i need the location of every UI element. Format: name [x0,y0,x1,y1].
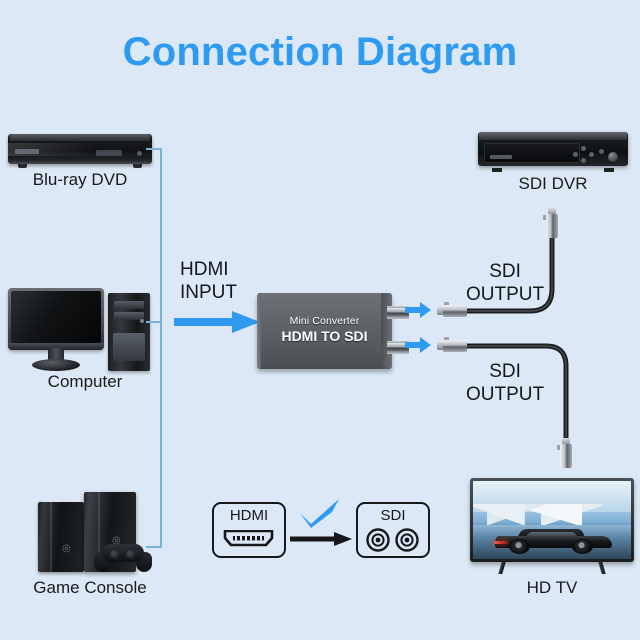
device-label-tv: HD TV [526,578,578,597]
hd-tv-icon [470,478,634,574]
bnc-connector-tv [557,438,573,468]
sdi-out-arrow-1-icon [405,302,431,318]
sdi-output-bottom-line2: OUTPUT [466,384,545,405]
bnc-connector-out2 [437,337,467,353]
legend-hdmi-box: HDMI [212,502,286,558]
sdi-output-label-bottom: SDI OUTPUT [466,360,544,406]
sdi-output-bottom-line1: SDI [489,361,521,382]
sdi-output-top-line2: OUTPUT [466,284,545,305]
bnc-connector-dvr [543,208,559,238]
gamepad-icon [94,540,152,572]
device-label-computer: Computer [47,372,123,391]
input-bracket [146,148,162,548]
device-label-console: Game Console [33,578,147,597]
bluray-player-icon [8,128,152,168]
sdi-bnc-ports-icon [363,528,423,552]
converter-sdi-port-1 [387,306,409,319]
blue-checkmark-icon [298,498,342,528]
converter-model-line2: HDMI TO SDI [281,328,368,344]
sdi-output-top-line1: SDI [489,261,521,282]
device-label-bluray: Blu-ray DVD [32,170,128,189]
sdi-dvr-icon [478,128,628,172]
legend-sdi-label: SDI [380,507,406,524]
legend-hdmi-label: HDMI [229,507,269,524]
mini-converter-device: Mini Converter HDMI TO SDI [257,293,409,369]
sdi-output-label-top: SDI OUTPUT [466,260,544,306]
hdmi-input-label-line2: INPUT [180,282,237,303]
hdmi-input-arrow-icon [174,310,260,334]
legend-hdmi-to-sdi: HDMI [212,492,430,558]
legend-arrow-icon [290,532,352,546]
converter-model-line1: Mini Converter [289,315,360,327]
desktop-computer-icon [8,288,158,374]
hdmi-input-label: HDMI INPUT [180,258,237,304]
hdmi-port-icon [222,530,275,547]
device-label-dvr: SDI DVR [518,174,588,193]
sdi-out-arrow-2-icon [405,337,431,353]
page-title: Connection Diagram [122,30,518,74]
hdmi-input-label-line1: HDMI [180,259,229,280]
game-console-icon: ◎ ◎ [10,488,160,574]
bnc-connector-out1 [437,302,467,318]
legend-sdi-box: SDI [356,502,430,558]
converter-sdi-port-2 [387,341,409,354]
